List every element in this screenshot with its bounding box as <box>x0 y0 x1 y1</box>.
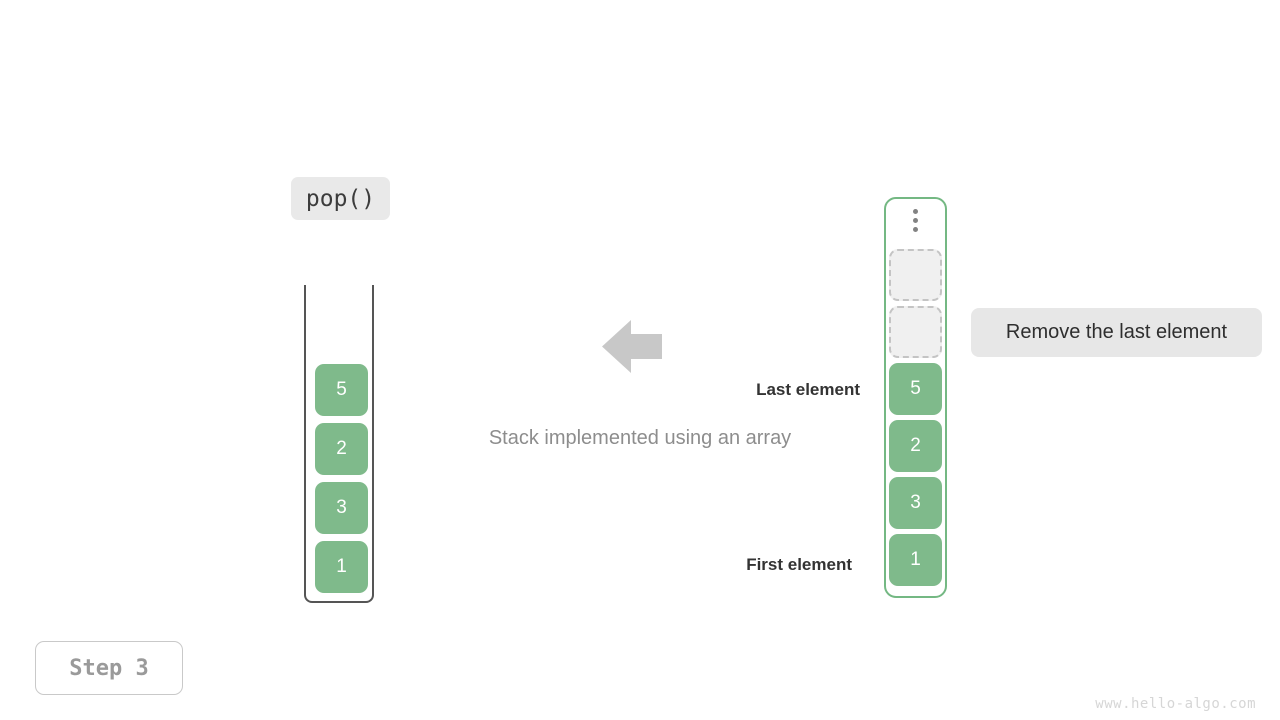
vertical-ellipsis-icon <box>886 209 945 232</box>
array-slot: 3 <box>889 477 942 529</box>
stack-container-right: 5 2 3 1 <box>884 197 947 598</box>
array-slot: 1 <box>889 534 942 586</box>
watermark: www.hello-algo.com <box>1095 696 1256 712</box>
operation-badge: pop() <box>291 177 390 220</box>
array-slot-empty <box>889 249 942 301</box>
stack-cell: 2 <box>315 423 368 475</box>
stack-cell: 1 <box>315 541 368 593</box>
stack-container-left: 5 2 3 1 <box>304 285 374 603</box>
array-slot-empty <box>889 306 942 358</box>
ellipsis-dot <box>913 227 918 232</box>
label-first-element: First element <box>746 555 852 574</box>
arrow-left-icon <box>602 320 662 373</box>
step-badge: Step 3 <box>35 641 183 695</box>
stack-cell: 3 <box>315 482 368 534</box>
array-slot: 2 <box>889 420 942 472</box>
array-slot: 5 <box>889 363 942 415</box>
ellipsis-dot <box>913 209 918 214</box>
stack-left-cell-list: 5 2 3 1 <box>315 364 368 593</box>
stack-cell: 5 <box>315 364 368 416</box>
ellipsis-dot <box>913 218 918 223</box>
label-last-element: Last element <box>756 380 860 399</box>
diagram-caption: Stack implemented using an array <box>488 427 792 449</box>
array-slot-list: 5 2 3 1 <box>889 249 942 586</box>
note-badge: Remove the last element <box>971 308 1262 357</box>
